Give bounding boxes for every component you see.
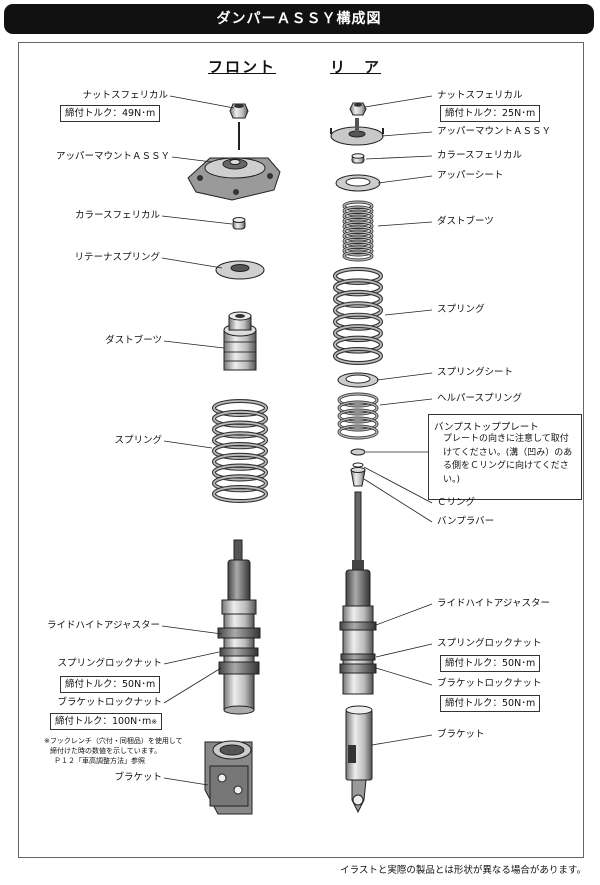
rear-spring-sheet-label: スプリングシート xyxy=(437,367,514,378)
bump-stop-plate-body: プレートの向きに注意して取付けてください。(溝（凹み）のある側をＣリングに向けて… xyxy=(443,434,573,485)
front-nut xyxy=(229,103,249,119)
rear-nut-torque: 締付トルク：25N･m xyxy=(440,105,541,122)
front-note-line3: Ｐ１２「車高調整方法」参照 xyxy=(54,757,145,765)
rear-bracket-lock-torque: 締付トルク：50N･m xyxy=(440,695,541,712)
front-retainer xyxy=(215,260,265,280)
rear-parts xyxy=(330,102,384,814)
front-spring-lock-torque: 締付トルク：50N･m xyxy=(60,676,161,693)
front-damper xyxy=(217,539,261,715)
rear-bump-rubber-label: バンプラバー xyxy=(437,516,495,527)
front-nut-torque: 締付トルク：49N･m xyxy=(60,105,161,122)
front-upper-mount-label: アッパーマウントＡＳＳＹ xyxy=(55,151,170,162)
front-nut-label: ナットスフェリカル xyxy=(82,90,168,101)
rear-damper xyxy=(339,491,377,695)
title-bar: ダンパーＡＳＳＹ構成図 xyxy=(4,4,594,34)
diagram-frame xyxy=(18,42,584,858)
rear-dust-boot-label: ダストブーツ xyxy=(437,216,494,227)
front-bracket-lock-torque-value: 締付トルク：100N･m xyxy=(55,716,152,727)
front-bracket-label: ブラケット xyxy=(114,772,162,783)
rear-nut-label: ナットスフェリカル xyxy=(437,90,523,101)
rear-spring-lock-torque: 締付トルク：50N･m xyxy=(440,655,541,672)
rear-upper-mount-label: アッパーマウントＡＳＳＹ xyxy=(437,126,552,137)
front-collar-label: カラースフェリカル xyxy=(74,210,160,221)
rear-spring xyxy=(333,267,383,365)
rear-helper-spring xyxy=(337,392,379,440)
torque-note-mark: ※ xyxy=(151,718,158,726)
front-collar xyxy=(232,217,246,230)
rear-bump-plate xyxy=(350,448,366,456)
front-retainer-label: リテーナスプリング xyxy=(74,252,160,263)
rear-nut xyxy=(349,102,367,116)
rear-upper-mount xyxy=(330,118,384,146)
bump-stop-plate-title: バンプストッププレート xyxy=(434,422,539,433)
rear-spring-sheet xyxy=(337,372,379,388)
front-spring-label: スプリング xyxy=(114,435,162,446)
rear-spring-label: スプリング xyxy=(437,304,485,315)
front-spring-lock-label: スプリングロックナット xyxy=(57,658,162,669)
rear-upper-sheet-label: アッパーシート xyxy=(437,170,504,181)
front-note-line1: ※フックレンチ（穴付・同梱品）を使用して xyxy=(44,737,183,745)
front-ride-height-label: ライドハイトアジャスター xyxy=(47,620,160,631)
rear-spring-lock-label: スプリングロックナット xyxy=(437,638,542,649)
leader-lines xyxy=(161,95,433,786)
front-spring xyxy=(212,399,268,503)
front-heading: フロント xyxy=(208,58,277,76)
page-title: ダンパーＡＳＳＹ構成図 xyxy=(216,11,382,27)
front-bracket-lock-torque: 締付トルク：100N･m※ xyxy=(50,713,163,730)
rear-collar xyxy=(351,153,365,164)
front-parts xyxy=(187,103,281,815)
rear-helper-spring-label: ヘルパースプリング xyxy=(437,393,523,404)
bump-stop-plate-note: バンプストッププレート プレートの向きに注意して取付けてください。(溝（凹み）の… xyxy=(428,414,582,500)
rear-c-ring xyxy=(352,462,364,468)
footer-disclaimer: イラストと実際の製品とは形状が異なる場合があります。 xyxy=(340,865,586,876)
rear-upper-sheet xyxy=(335,174,381,192)
rear-bump-rubber xyxy=(350,467,366,487)
front-bracket xyxy=(204,740,253,815)
rear-dust-boot xyxy=(342,200,374,262)
rear-ride-height-label: ライドハイトアジャスター xyxy=(437,598,550,609)
front-dust-boot xyxy=(223,311,257,371)
front-note-line2: 締付けた時の数値を示しています。 xyxy=(50,747,162,755)
rear-c-ring-label: Ｃリング xyxy=(437,497,476,508)
rear-collar-label: カラースフェリカル xyxy=(437,150,523,161)
front-upper-mount xyxy=(187,157,281,201)
rear-bracket-label: ブラケット xyxy=(437,729,485,740)
rear-bracket xyxy=(345,705,373,814)
front-dust-boot-label: ダストブーツ xyxy=(105,335,162,346)
front-bracket-lock-label: ブラケットロックナット xyxy=(57,697,162,708)
rear-bracket-lock-label: ブラケットロックナット xyxy=(437,678,542,689)
rear-heading: リ ア xyxy=(330,58,382,76)
